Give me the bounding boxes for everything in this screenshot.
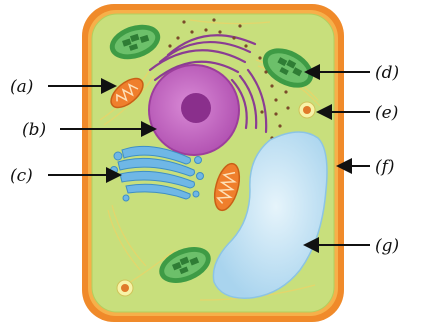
nucleolus <box>181 93 211 123</box>
label-f: (f) <box>375 157 395 177</box>
vesicle-bottom-left <box>117 280 133 296</box>
label-c: (c) <box>10 166 33 186</box>
nucleus <box>149 65 239 155</box>
label-e: (e) <box>375 103 398 123</box>
label-d: (d) <box>375 63 399 83</box>
vesicle-right <box>299 102 315 118</box>
label-a: (a) <box>10 77 33 97</box>
label-g: (g) <box>375 236 399 256</box>
label-b: (b) <box>22 120 46 140</box>
